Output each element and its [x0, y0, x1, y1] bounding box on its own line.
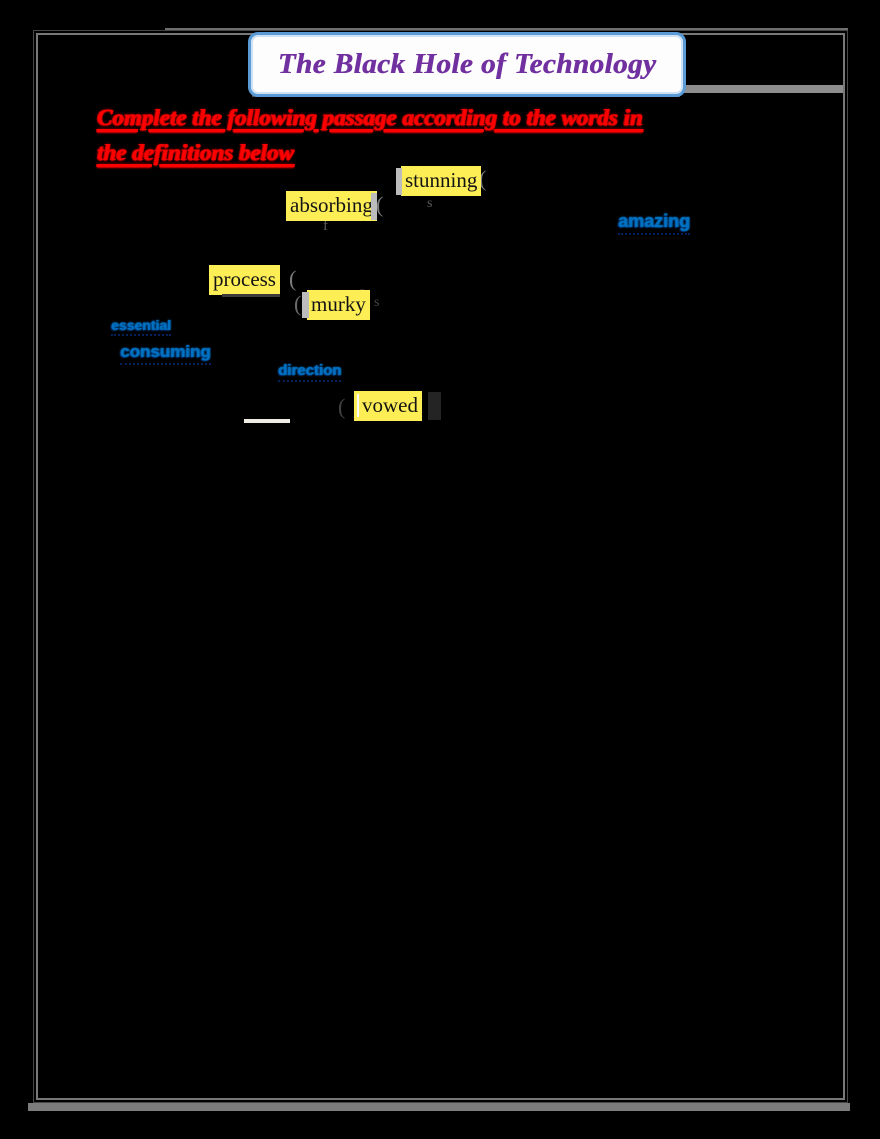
title-right-gray-bar [680, 85, 843, 93]
highlight-word-stunning: stunning [401, 166, 482, 196]
highlight-word-process: process [209, 265, 280, 295]
title-box: The Black Hole of Technology [248, 32, 686, 97]
blue-word-essential: essential [111, 317, 171, 336]
text-caret [357, 394, 359, 417]
faint-paren-after-process: ( [289, 266, 297, 291]
stunning-gray-tab [396, 168, 402, 195]
cream-strip [244, 419, 290, 423]
highlight-word-absorbing: absorbing [286, 191, 377, 221]
blue-word-amazing: amazing [618, 211, 691, 235]
faint-paren-after-stunning: ( [479, 166, 487, 191]
faint-mark-under-stunning: s [427, 196, 433, 211]
instruction-line-1: Complete the following passage according… [97, 105, 643, 130]
murky-gray-tab [302, 292, 309, 318]
highlight-word-vowed: vowed [354, 391, 422, 421]
bottom-shadow-bar [28, 1103, 850, 1111]
faint-paren-before-vowed: ( [338, 394, 346, 419]
absorbing-gray-tab [371, 193, 377, 220]
page-title: The Black Hole of Technology [277, 48, 657, 80]
instruction-line-2: the definitions below [97, 140, 294, 165]
faint-mark-after-murky: s [374, 295, 380, 310]
instruction-heading: Complete the following passage according… [97, 100, 777, 170]
faint-paren-before-murky: ( [294, 291, 302, 316]
top-gray-line [165, 28, 848, 30]
highlight-word-murky: murky [307, 290, 370, 320]
process-under-dash [222, 294, 280, 297]
blue-word-direction: direction [278, 362, 342, 382]
blue-word-consuming: consuming [120, 342, 211, 365]
faint-paren-after-absorbing: ( [376, 192, 384, 217]
faint-mark-under-absorbing: f [323, 218, 328, 234]
dark-cell-after-vowed [428, 392, 441, 420]
